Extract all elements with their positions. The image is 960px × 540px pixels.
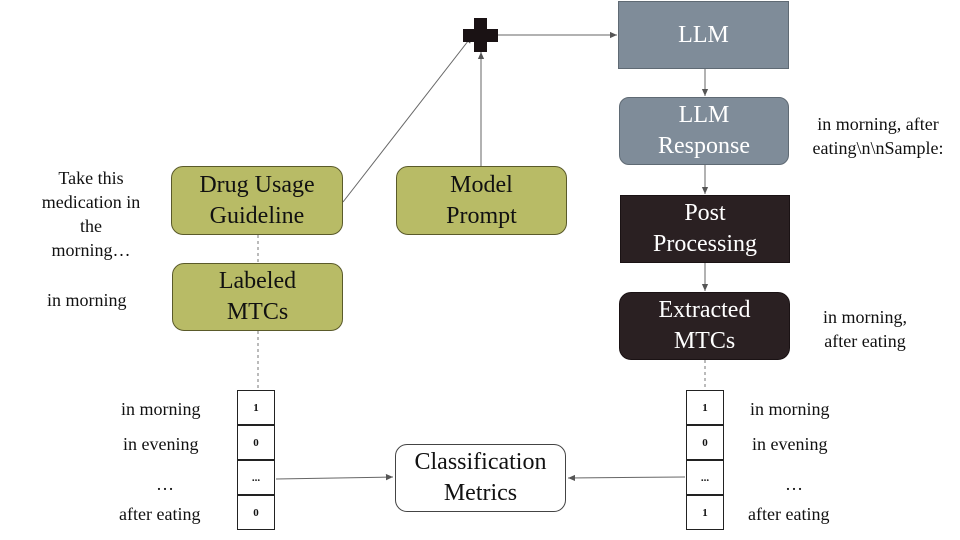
- extracted-mtc-vector: 1 0 ... 1: [686, 390, 724, 530]
- vector-cell: 1: [686, 390, 724, 425]
- right-vector-label: in evening: [752, 434, 828, 454]
- extracted-mtcs-box: Extracted MTCs: [619, 292, 790, 360]
- vector-cell: 0: [686, 425, 724, 460]
- left-vector-label: …: [156, 474, 174, 494]
- classification-metrics-box: Classification Metrics: [395, 444, 566, 512]
- llm-box: LLM: [618, 1, 789, 69]
- vector-cell: 1: [237, 390, 275, 425]
- left-vector-label: in evening: [123, 434, 199, 454]
- vector-cell: ...: [686, 460, 724, 495]
- response-example-note: in morning, after eating\n\nSample:: [812, 114, 944, 158]
- right-vector-label: …: [785, 474, 803, 494]
- labeled-example-note: in morning: [47, 290, 127, 310]
- vector-cell: 0: [237, 495, 275, 530]
- left-vector-label: after eating: [119, 504, 201, 524]
- arrow-left-vector-to-metrics: [275, 473, 394, 481]
- right-vector-label: after eating: [748, 504, 830, 524]
- extracted-example-note: in morning, after eating: [823, 307, 907, 351]
- post-processing-box: Post Processing: [620, 195, 790, 263]
- plus-combine-icon: [463, 18, 498, 52]
- labeled-mtc-vector: 1 0 ... 0: [237, 390, 275, 530]
- guideline-example-note: Take this medication in the morning…: [41, 168, 141, 260]
- labeled-mtcs-box: Labeled MTCs: [172, 263, 343, 331]
- llm-response-box: LLM Response: [619, 97, 789, 165]
- vector-cell: ...: [237, 460, 275, 495]
- arrow-right-vector-to-metrics: [567, 474, 686, 482]
- model-prompt-box: Model Prompt: [396, 166, 567, 235]
- arrow-guideline-to-plus: [342, 35, 473, 203]
- drug-usage-guideline-box: Drug Usage Guideline: [171, 166, 343, 235]
- vector-cell: 1: [686, 495, 724, 530]
- left-vector-label: in morning: [121, 399, 201, 419]
- right-vector-label: in morning: [750, 399, 830, 419]
- vector-cell: 0: [237, 425, 275, 460]
